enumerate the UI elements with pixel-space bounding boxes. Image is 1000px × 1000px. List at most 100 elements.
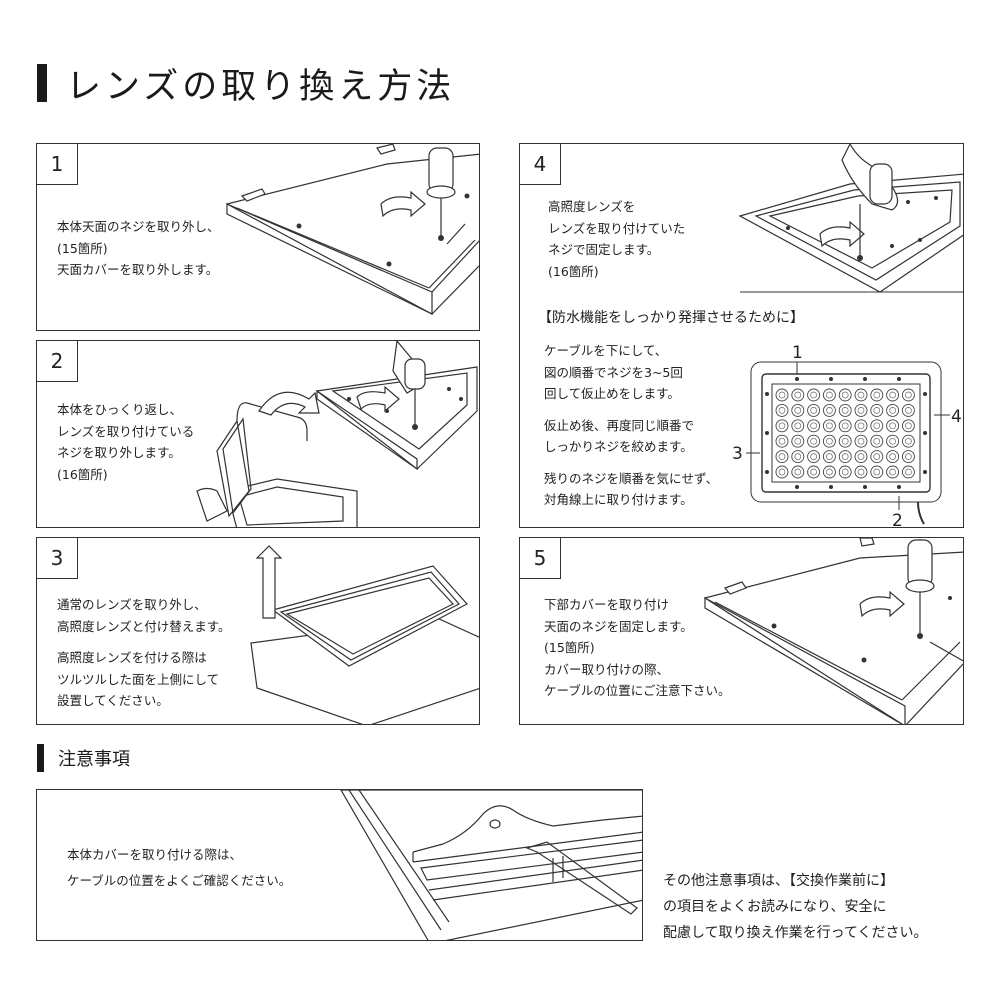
lens-cell: [870, 450, 884, 464]
order-label-2: 2: [892, 511, 903, 528]
page-title: レンズの取り換え方法: [66, 67, 456, 107]
lens-cell-inner: [826, 437, 833, 445]
step-2-line: ネジを取り外します。: [57, 445, 181, 460]
lens-cell-inner: [905, 422, 912, 430]
notes-panel: 本体カバーを取り付ける際は、 ケーブルの位置をよくご確認ください。: [36, 789, 643, 941]
step-4-panel: 4 高照度レンズを レンズを取り付けていた ネジで固定します。 (16箇所) 【…: [519, 143, 964, 528]
notes-box-text: 本体カバーを取り付ける際は、 ケーブルの位置をよくご確認ください。: [67, 842, 291, 894]
lens-cell-inner: [905, 453, 912, 460]
other-notes-line: 配慮して取り換え作業を行ってください。: [663, 925, 928, 941]
lens-cell: [870, 388, 884, 402]
lens-cell: [870, 434, 884, 448]
lens-cell-inner: [810, 437, 817, 445]
step-3-panel: 3 通常のレンズを取り外し、 高照度レンズと付け替えます。 高照度レンズを付ける…: [36, 537, 480, 725]
step-1-text: 本体天面のネジを取り外し、 (15箇所) 天面カバーを取り外します。: [57, 216, 220, 281]
step-2-line: (16箇所): [57, 466, 108, 482]
step-4-line: (16箇所): [548, 263, 599, 279]
other-notes-line: その他注意事項は、【交換作業前に】: [663, 873, 894, 889]
step-5-line: ケーブルの位置にご注意下さい。: [544, 683, 731, 698]
step-3-line: ツルツルした面を上側にして: [57, 671, 220, 687]
lens-cell: [901, 450, 915, 464]
instruction-line: 対角線上に取り付けます。: [544, 492, 693, 507]
waterproof-instructions: ケーブルを下にして、 図の順番でネジを3~5回 回して仮止めをします。 仮止め後…: [544, 340, 718, 511]
step-4-illustration: 1 2 3 4: [732, 144, 963, 528]
lens-cell: [775, 434, 789, 448]
lens-cell-inner: [873, 407, 881, 414]
step-1-line: 天面カバーを取り外します。: [57, 262, 219, 277]
lens-cell-inner: [889, 422, 896, 430]
step-5-illustration: [703, 538, 963, 724]
waterproof-heading: 【防水機能をしっかり発揮させるために】: [538, 310, 804, 326]
lens-cell-inner: [857, 453, 865, 460]
lens-cell: [886, 388, 900, 402]
lens-cell: [775, 450, 789, 464]
lens-cell-inner: [889, 407, 896, 414]
lens-cell-inner: [794, 468, 802, 476]
title-accent-bar: [37, 64, 47, 102]
lens-cell: [807, 465, 821, 479]
lens-cell: [807, 450, 821, 464]
step-2-text: 本体をひっくり返し、 レンズを取り付けている ネジを取り外します。 (16箇所): [57, 399, 194, 485]
lens-cell-inner: [778, 437, 786, 445]
lens-cell: [822, 388, 836, 402]
instruction-line: 図の順番でネジを3~5回: [544, 364, 683, 380]
notes-illustration: [340, 790, 642, 940]
lens-cell: [886, 434, 900, 448]
lens-cell: [886, 419, 900, 433]
lens-cell-inner: [841, 437, 849, 445]
step-3-text: 通常のレンズを取り外し、 高照度レンズと付け替えます。 高照度レンズを付ける際は…: [57, 594, 231, 712]
lens-cell-inner: [857, 437, 865, 445]
lens-cell: [822, 450, 836, 464]
step-1-panel: 1 本体天面のネジを取り外し、 (15箇所) 天面カバーを取り外します。: [36, 143, 480, 331]
lens-cell: [822, 434, 836, 448]
notes-accent-bar: [37, 744, 44, 772]
lens-cell: [838, 388, 852, 402]
step-2-line: レンズを取り付けている: [57, 423, 195, 439]
lens-cell-inner: [810, 391, 817, 399]
lens-cell: [838, 419, 852, 433]
lens-cell: [854, 465, 868, 479]
lens-cell: [822, 419, 836, 433]
lens-cell: [854, 419, 868, 433]
lens-cell: [822, 465, 836, 479]
other-notes-line: の項目をよくお読みになり、安全に: [663, 899, 887, 915]
step-4-number: 4: [520, 144, 561, 185]
lens-cell: [870, 403, 884, 417]
lens-cell-inner: [905, 437, 912, 445]
lens-cell-inner: [873, 437, 881, 445]
instruction-line: 残りのネジを順番を気にせず、: [544, 470, 719, 486]
lens-cell-inner: [778, 453, 786, 460]
step-4-line: レンズを取り付けていた: [548, 220, 686, 236]
lens-cell-inner: [810, 453, 817, 460]
lens-cell: [901, 434, 915, 448]
step-4-line: 高照度レンズを: [548, 199, 636, 214]
lens-cell-inner: [857, 468, 865, 476]
lens-cell-inner: [857, 422, 865, 430]
lens-cell-inner: [905, 468, 912, 476]
lens-cell: [854, 450, 868, 464]
step-5-panel: 5 下部カバーを取り付け 天面のネジを固定します。 (15箇所) カバー取り付け…: [519, 537, 964, 725]
order-label-3: 3: [732, 444, 743, 464]
lens-cell: [901, 419, 915, 433]
lens-cell-inner: [794, 407, 802, 414]
lens-cell: [775, 465, 789, 479]
lens-cell-inner: [873, 453, 881, 460]
notes-title: 注意事項: [58, 749, 130, 770]
step-4-text: 高照度レンズを レンズを取り付けていた ネジで固定します。 (16箇所): [548, 196, 685, 282]
step-3-line: 設置してください。: [57, 693, 169, 708]
lens-cell-inner: [889, 468, 896, 476]
lens-cell: [854, 434, 868, 448]
lens-cell: [775, 419, 789, 433]
lens-cell-inner: [794, 391, 802, 399]
notes-line: 本体カバーを取り付ける際は、: [67, 847, 243, 862]
lens-cell-inner: [826, 453, 833, 460]
step-5-line: カバー取り付けの際、: [544, 661, 670, 677]
lens-cell: [791, 419, 805, 433]
lens-cell: [807, 434, 821, 448]
lens-cell-inner: [841, 422, 849, 430]
lens-cell-inner: [857, 407, 865, 414]
lens-cell-inner: [794, 422, 802, 430]
lens-cell: [791, 403, 805, 417]
lens-cell-inner: [841, 407, 849, 414]
lens-cell-inner: [889, 391, 896, 399]
